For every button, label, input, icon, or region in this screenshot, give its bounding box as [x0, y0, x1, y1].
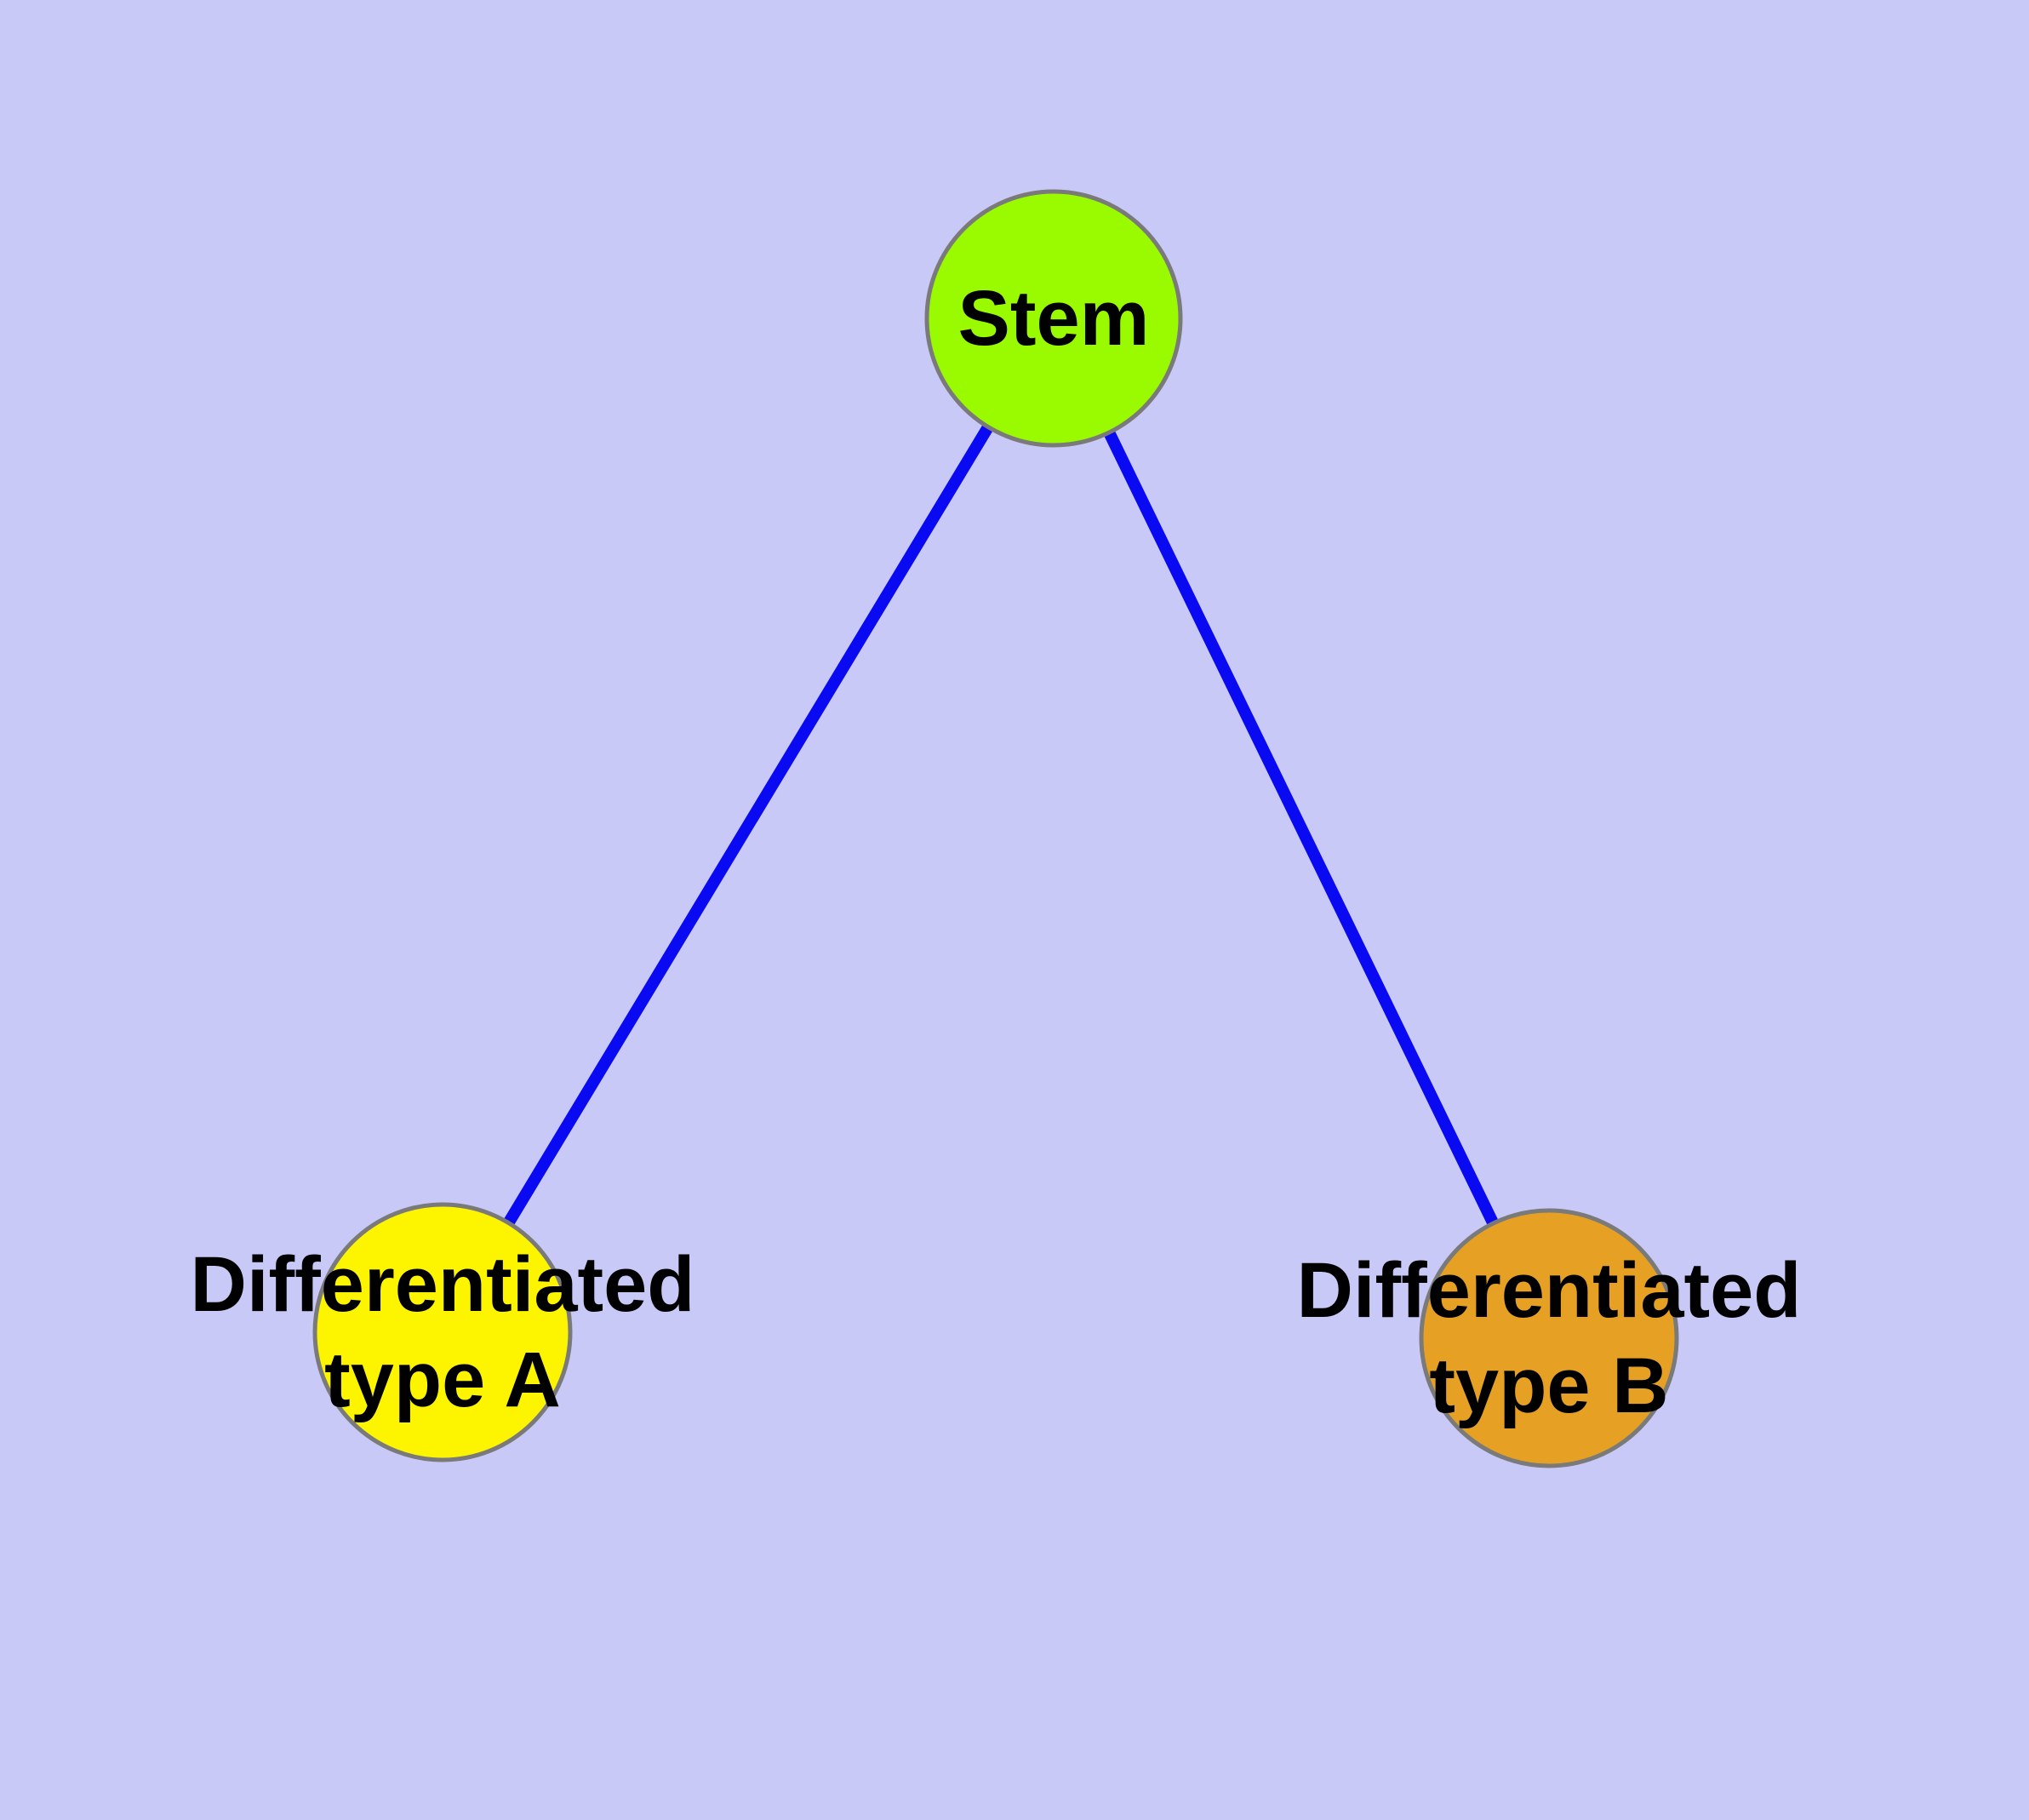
- node-label-stem: Stem: [958, 271, 1150, 366]
- edge-stem-to-diff-b: [1048, 315, 1555, 1342]
- node-label-line: Differentiated: [190, 1241, 695, 1328]
- node-circle-diff-b: [1419, 1208, 1679, 1468]
- node-circle-stem: [924, 189, 1183, 448]
- node-label-differentiated-type-a: Differentiated type A: [191, 1237, 695, 1428]
- node-label-line: Stem: [957, 275, 1150, 362]
- node-label-differentiated-type-b: Differentiated type B: [1297, 1243, 1802, 1434]
- node-label-line: Differentiated: [1296, 1247, 1802, 1334]
- node-circle-diff-a: [312, 1202, 573, 1462]
- node-label-line: type A: [324, 1336, 561, 1423]
- edge-stem-to-diff-a: [437, 315, 1059, 1336]
- node-label-line: type B: [1429, 1342, 1669, 1429]
